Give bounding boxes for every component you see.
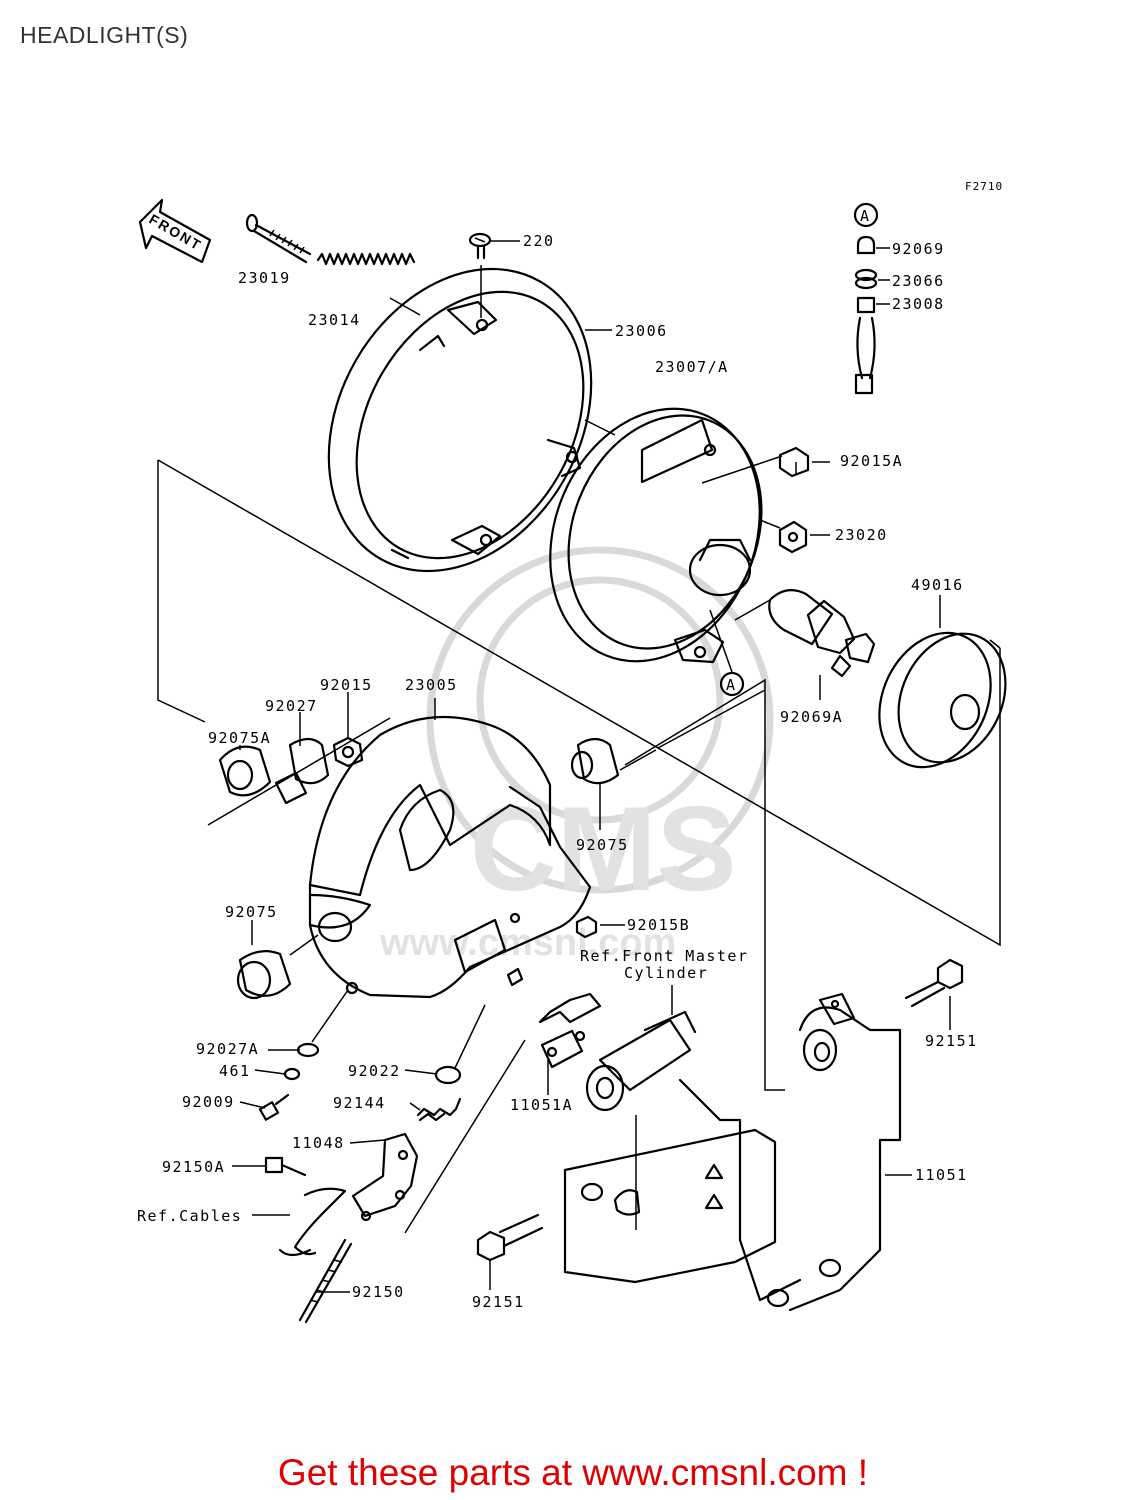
cable-guide [278,1187,347,1257]
label-92150: 92150 [352,1283,405,1301]
bracket-11048 [351,1039,526,1234]
spring-23014 [316,252,416,266]
ref-marker-a-bottom-text: A [726,676,737,694]
grommet-92075-right [570,737,620,830]
label-ref-master-2: Cylinder [624,964,708,982]
bulb-92069a [734,589,876,700]
nut-92015a [701,446,830,484]
label-92151-bottom: 92151 [472,1293,525,1311]
footer-cta-link[interactable]: Get these parts at www.cmsnl.com ! [277,1452,869,1493]
bolt-92151-right [904,958,964,1030]
screw-92150 [298,1238,353,1324]
collar-92027a [296,989,349,1058]
headlight-lens-23007 [549,407,763,664]
master-cylinder-ref [585,985,697,1230]
label-ref-cables: Ref.Cables [137,1207,242,1225]
grommet-23066 [854,268,878,290]
label-92075a: 92075A [208,729,271,747]
nut-23020 [759,519,830,554]
bracket-11051 [563,992,912,1312]
label-23066: 23066 [892,272,945,290]
bolt-92150a [264,1156,307,1177]
label-ref-master-1: Ref.Front Master [580,947,749,965]
label-11048: 11048 [292,1134,345,1152]
bolt-92009 [258,1093,290,1121]
nut-461 [283,1067,301,1081]
watermark-url: www.cmsnl.com [379,922,676,964]
label-23007a: 23007/A [655,358,729,376]
bolt-92151-bottom [476,1213,544,1290]
label-11051a: 11051A [510,1096,573,1114]
ref-marker-a-bottom: A [709,609,745,697]
figure-code: F2710 [965,180,1003,193]
label-49016: 49016 [911,576,964,594]
label-220: 220 [523,232,555,250]
label-92151-right: 92151 [925,1032,978,1050]
label-23005: 23005 [405,676,458,694]
front-arrow-icon: FRONT [138,198,212,264]
label-11051: 11051 [915,1166,968,1184]
nut-92015b [575,915,625,939]
page-title: HEADLIGHT(S) [20,22,189,48]
adjust-screw-23019 [245,213,312,264]
label-92027a: 92027A [196,1040,259,1058]
grommet-92075a [218,745,272,797]
headlight-rim-23006 [327,267,593,573]
collar-92027 [274,712,330,805]
label-92150a: 92150A [162,1158,225,1176]
pilot-bulb-92069 [856,235,876,255]
bulb-cover-49016 [878,595,1007,769]
label-92015a: 92015A [840,452,903,470]
label-92144: 92144 [333,1094,386,1112]
label-92075-left: 92075 [225,903,278,921]
label-23006: 23006 [615,322,668,340]
screw-220 [468,232,492,260]
ref-marker-a-top-text: A [860,207,871,225]
label-92075-right: 92075 [576,836,629,854]
washer-92022 [434,1004,486,1085]
watermark-brand: CMS [470,782,737,916]
label-23020: 23020 [835,526,888,544]
label-92027: 92027 [265,697,318,715]
socket-23008 [854,296,876,395]
label-92015b: 92015B [627,916,690,934]
label-92069a: 92069A [780,708,843,726]
spring-92144 [416,1097,462,1122]
label-92015: 92015 [320,676,373,694]
label-23008: 23008 [892,295,945,313]
nut-92015 [332,692,364,768]
label-23019: 23019 [238,269,291,287]
label-92022: 92022 [348,1062,401,1080]
grommet-92075-left [236,920,319,1000]
ref-marker-a-top: A [853,202,879,228]
label-461: 461 [219,1062,251,1080]
label-23014: 23014 [308,311,361,329]
label-92069: 92069 [892,240,945,258]
bracket-11051a [538,992,602,1095]
label-92009: 92009 [182,1093,235,1111]
